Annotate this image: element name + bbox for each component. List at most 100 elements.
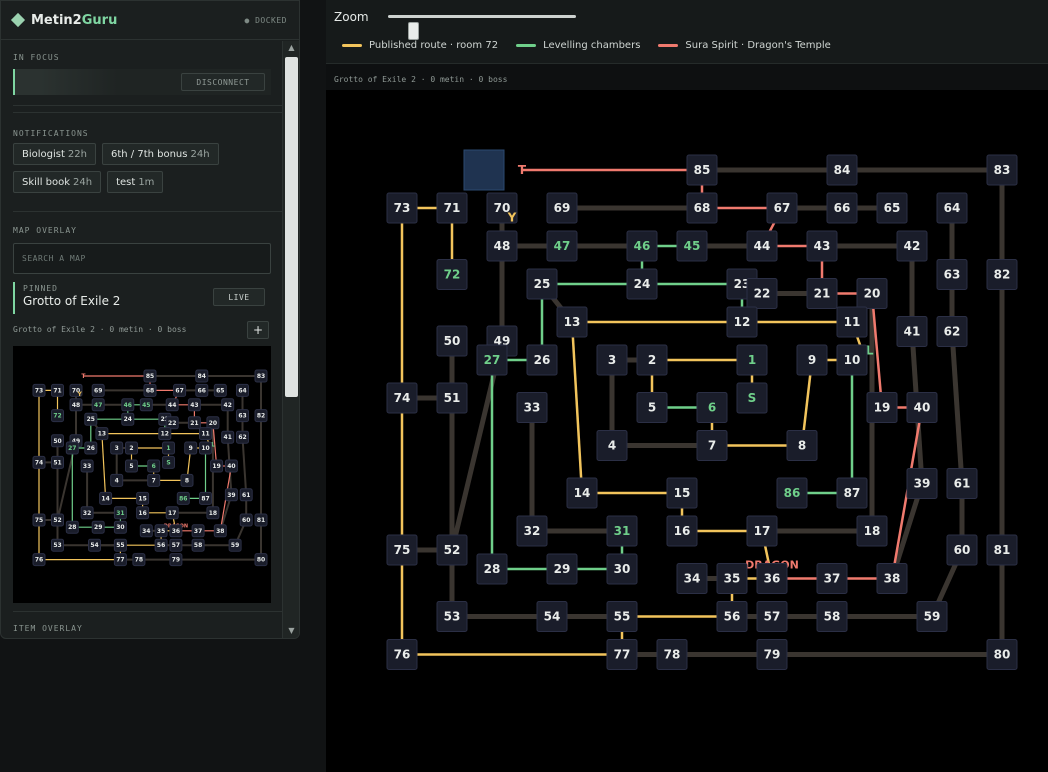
disconnect-button[interactable]: DISCONNECT	[181, 73, 265, 91]
room	[224, 459, 238, 473]
room-label: 33	[83, 463, 91, 470]
room-label: 31	[116, 510, 124, 517]
room	[856, 278, 888, 309]
room	[224, 488, 238, 502]
room	[169, 553, 183, 567]
room-label: 42	[904, 239, 921, 253]
scroll-thumb[interactable]	[285, 57, 298, 397]
panel-scrollbar[interactable]: ▲ ▼	[282, 41, 299, 638]
room-label: 75	[35, 517, 43, 524]
room	[162, 441, 175, 455]
room-label: 51	[53, 459, 61, 466]
room-label: 31	[614, 524, 631, 538]
room	[676, 230, 708, 262]
scroll-up-icon[interactable]: ▲	[288, 43, 295, 52]
room	[213, 524, 227, 538]
room	[986, 639, 1018, 670]
room-label: 10	[201, 445, 209, 452]
room-label: 47	[554, 239, 571, 253]
room-label: 71	[444, 201, 461, 215]
room-label: 67	[175, 387, 183, 394]
room-label: 27	[484, 353, 501, 367]
map-search-input[interactable]	[13, 243, 271, 274]
room-label: 12	[161, 431, 169, 438]
room	[636, 392, 668, 423]
room	[386, 639, 418, 670]
room	[436, 192, 468, 224]
room-label: 65	[216, 387, 224, 394]
room-label: 59	[924, 610, 941, 624]
room-label: 47	[94, 402, 102, 409]
zoom-slider[interactable]	[388, 15, 576, 40]
room	[546, 553, 578, 585]
room-label: 26	[87, 445, 95, 452]
room	[986, 259, 1018, 290]
side-panel: Metin2Guru ● DOCKED IN FOCUS DISCONNECT …	[0, 0, 300, 639]
room-label: 46	[634, 239, 651, 253]
room-label: 67	[774, 201, 791, 215]
chip-time: 22h	[67, 148, 87, 160]
add-button[interactable]: +	[247, 321, 269, 339]
room	[626, 268, 658, 300]
room	[191, 538, 205, 552]
room-label: 68	[694, 201, 711, 215]
room	[946, 468, 978, 499]
room	[476, 553, 508, 585]
room	[666, 515, 698, 547]
room-label: 30	[614, 562, 631, 576]
room	[736, 382, 768, 414]
room	[936, 316, 968, 347]
room	[80, 506, 94, 520]
zoom-slider-thumb[interactable]	[408, 22, 420, 40]
room-label: 12	[734, 315, 751, 329]
room	[906, 392, 938, 423]
room-label: 69	[94, 387, 102, 394]
room-label: 78	[135, 557, 143, 564]
room-label: 2	[648, 353, 656, 367]
room	[866, 392, 898, 423]
room	[936, 259, 968, 290]
map-toolbar: Zoom Published route · room 72 Levelling…	[326, 0, 1048, 64]
room-label: 80	[994, 648, 1011, 662]
room-label: 13	[98, 431, 106, 438]
live-button[interactable]: LIVE	[213, 288, 265, 306]
scroll-down-icon[interactable]: ▼	[288, 626, 295, 635]
room-label: 54	[90, 542, 98, 549]
room	[158, 427, 172, 441]
room-label: 83	[994, 163, 1011, 177]
room-label: 20	[864, 287, 881, 301]
focus-row: DISCONNECT	[13, 69, 271, 95]
room-label: 20	[209, 420, 217, 427]
room-label: 22	[754, 287, 771, 301]
room	[32, 455, 46, 469]
room-label: 3	[115, 445, 119, 452]
room-label: 40	[914, 401, 931, 415]
room-label: 1	[748, 353, 756, 367]
brand-prefix: Metin2	[31, 12, 82, 28]
room-label: 82	[257, 413, 265, 420]
chip-time: 24h	[190, 148, 210, 160]
section-label-notifications: NOTIFICATIONS	[13, 129, 89, 138]
room-label: 83	[257, 373, 265, 380]
room-label: 17	[168, 510, 176, 517]
room-label: 52	[53, 517, 61, 524]
path-route	[101, 433, 107, 499]
room	[556, 306, 588, 338]
room	[436, 534, 468, 566]
room-label: 28	[68, 524, 76, 531]
room-label: 27	[68, 445, 76, 452]
room-label: 48	[72, 402, 80, 409]
room-label: 66	[834, 201, 851, 215]
room	[132, 553, 146, 567]
pinned-label: PINNED	[23, 284, 58, 293]
room-label: 11	[844, 315, 861, 329]
room-label: 29	[554, 562, 571, 576]
room	[162, 455, 175, 469]
room-label: 73	[394, 201, 411, 215]
